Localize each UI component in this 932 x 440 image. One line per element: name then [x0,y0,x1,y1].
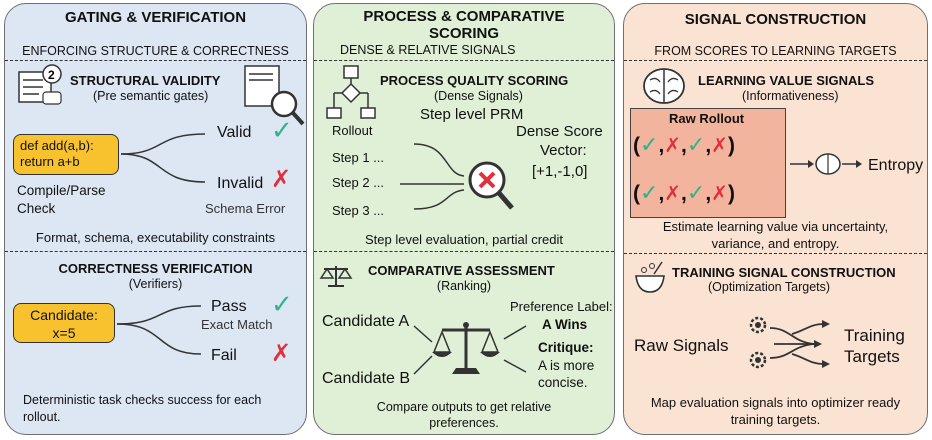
branch-connector [120,133,206,183]
raw-rollout-box: Raw Rollout (✓,✗,✓,✗) (✓,✗,✓,✗) [630,108,786,218]
exact-match-label: Exact Match [201,317,273,332]
learning-footer-line-1: Estimate learning value via uncertainty, [662,219,889,234]
candidate-a-label: Candidate A [322,313,410,330]
scale-small-icon [319,266,353,287]
critique-line-1: A is more [538,358,595,373]
panel-title-line-2: SCORING [428,25,499,42]
section-divider [5,60,306,61]
comparative-title: COMPARATIVE ASSESSMENT [368,263,555,278]
panel-title: SIGNAL CONSTRUCTION [684,11,867,28]
code-line-2: return a+b [20,154,80,170]
section-divider [624,60,927,61]
panel-subtitle: FROM SCORES TO LEARNING TARGETS [654,44,897,58]
entropy-connector [790,153,862,175]
training-targets-line-2: Targets [844,347,900,366]
training-footer-line-1: Map evaluation signals into optimizer re… [650,395,901,410]
dense-score-line-2: Vector: [540,142,587,159]
candidate-line-1: Candidate: [30,307,98,323]
raw-signals-label: Raw Signals [634,336,729,355]
panel-title-line-1: PROCESS & COMPARATIVE [363,8,565,25]
learning-value-title: LEARNING VALUE SIGNALS [698,73,874,88]
section-divider [314,60,614,61]
correctness-footer-line-2: rollout. [23,410,61,424]
pass-label: Pass [211,298,247,315]
training-targets-line-1: Training [844,326,905,345]
learning-value-subtitle: (Informativeness) [742,89,839,103]
training-footer-line-2: training targets. [730,412,821,427]
magnifier-document-icon [244,65,305,126]
learning-footer-line-2: variance, and entropy. [711,236,840,251]
entropy-label: Entropy [868,157,924,174]
training-signal-subtitle: (Optimization Targets) [708,280,831,294]
document-bubble-icon: 2 [18,64,62,105]
comparative-footer-line-1: Compare outputs to get relative [376,400,552,414]
candidate-box: Candidate: x=5 [13,303,115,343]
cross-icon: ✗ [271,340,292,367]
critique-line-2: concise. [538,375,588,390]
process-quality-footer: Step level evaluation, partial credit [364,232,563,247]
flowchart-icon [326,65,376,119]
prm-label: Step level PRM [420,106,524,123]
comparative-footer-line-2: preferences. [429,416,499,430]
process-quality-title: PROCESS QUALITY SCORING [380,73,569,88]
branch-connector [116,305,202,355]
a-wins-label: A Wins [542,317,588,332]
gating-verification-panel: GATING & VERIFICATION ENFORCING STRUCTUR… [4,3,307,435]
candidate-line-2: x=5 [52,324,76,341]
schema-error-label: Schema Error [205,201,286,216]
structural-validity-subtitle: (Pre semantic gates) [93,89,209,103]
code-line-1: def add(a,b): [20,138,94,153]
valid-label: Valid [217,124,252,141]
correctness-title: CORRECTNESS VERIFICATION [58,261,253,276]
code-snippet-box: def add(a,b): return a+b [13,134,119,175]
process-scoring-panel: PROCESS & COMPARATIVE SCORING DENSE & RE… [313,3,615,435]
training-signal-title: TRAINING SIGNAL CONSTRUCTION [672,265,896,280]
structural-footer: Format, schema, executability constraint… [35,230,276,245]
correctness-footer-line-1: Deterministic task checks success for ea… [23,393,262,407]
signal-construction-panel: SIGNAL CONSTRUCTION FROM SCORES TO LEARN… [623,3,928,435]
rollout-row-2: (✓,✗,✓,✗) [633,180,735,205]
dense-score-line-1: Dense Score [516,123,603,140]
cross-icon: ✗ [271,166,292,193]
correctness-subtitle: (Verifiers) [128,277,183,291]
step-1-label: Step 1 ... [332,150,385,165]
check-icon: ✓ [271,115,293,145]
rollout-row-1: (✓,✗,✓,✗) [633,132,735,157]
invalid-label: Invalid [217,175,264,192]
svg-text:2: 2 [48,68,55,82]
gears-merge-icon [749,316,830,369]
panel-title: GATING & VERIFICATION [64,9,247,26]
structural-validity-title: STRUCTURAL VALIDITY [70,73,221,88]
rollout-label: Rollout [332,123,373,138]
section-divider [624,253,927,254]
step-3-label: Step 3 ... [332,203,385,218]
fail-label: Fail [211,347,237,364]
compile-check-line-2: Check [17,201,56,216]
panel-subtitle: DENSE & RELATIVE SIGNALS [340,43,516,57]
compile-check-line-1: Compile/Parse [17,183,106,198]
section-divider [5,251,306,252]
comparative-subtitle: (Ranking) [436,279,492,293]
check-icon: ✓ [271,289,293,319]
step-connector [400,143,465,210]
step-2-label: Step 2 ... [332,175,385,190]
critique-label: Critique: [538,340,594,355]
candidate-b-label: Candidate B [322,370,411,387]
bowl-icon [635,261,665,293]
magnifier-cross-icon [468,161,514,210]
preference-label: Preference Label: [510,299,613,314]
panel-subtitle: ENFORCING STRUCTURE & CORRECTNESS [22,44,289,58]
raw-rollout-label: Raw Rollout [669,111,745,126]
scale-icon [413,322,527,375]
process-quality-subtitle: (Dense Signals) [434,89,523,103]
brain-icon [643,68,685,104]
dense-score-vector: [+1,-1,0] [532,163,588,180]
section-divider [314,251,614,252]
